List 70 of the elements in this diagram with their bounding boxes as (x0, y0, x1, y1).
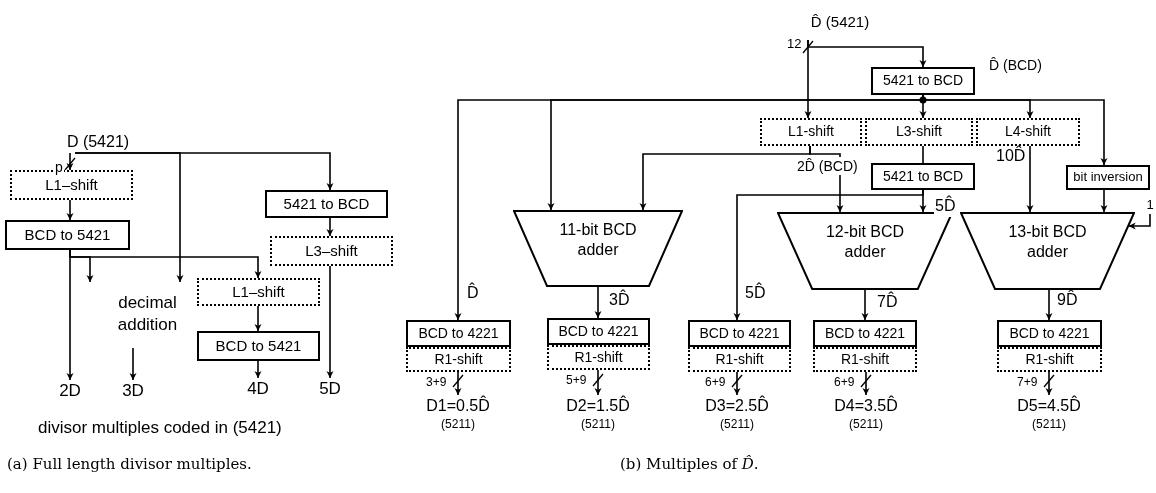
converter-box: BCD to 4221 (813, 320, 917, 347)
converter-box: BCD to 4221 (406, 320, 511, 347)
arrow (69, 249, 262, 279)
figure-caption: (b) Multiples of D̂. (620, 455, 759, 473)
arrow (1026, 145, 1034, 213)
operation-label: decimal addition (116, 292, 179, 337)
arrow (1045, 289, 1053, 321)
output-label: D1=0.5D̂ (426, 395, 490, 416)
shift-box: L3-shift (865, 118, 973, 146)
arrow (919, 189, 927, 213)
shift-box: R1-shift (688, 347, 791, 372)
converter-box: 5421 to BCD (871, 67, 975, 95)
converter-box: BCD to 4221 (997, 320, 1102, 347)
output-label: D3=2.5D̂ (705, 395, 769, 416)
edge-label: D̂ (BCD) (988, 56, 1043, 75)
code-label: (5211) (581, 416, 615, 431)
converter-box: BCD to 4221 (688, 320, 791, 347)
adder-label: 12-bit BCD adder (824, 222, 906, 262)
edge-label: 2D̂ (BCD) (796, 157, 859, 176)
arrow (731, 371, 743, 396)
shift-box: R1-shift (547, 345, 650, 370)
shift-box: R1-shift (406, 347, 511, 372)
figure-caption: (a) Full length divisor multiples. (7, 455, 252, 473)
output-label: D4=3.5D̂ (834, 395, 898, 416)
arrow (254, 305, 262, 332)
converter-box: BCD to 5421 (197, 331, 320, 361)
shift-box: R1-shift (813, 347, 917, 372)
arrow (861, 289, 869, 321)
arrow (1043, 371, 1055, 396)
signal-label: 4D (241, 378, 275, 400)
arrow (594, 286, 602, 319)
arrow (74, 152, 184, 283)
arrow (803, 39, 814, 119)
adder-label: 11-bit BCD adder (558, 220, 638, 260)
arrow (860, 371, 872, 396)
code-label: (5211) (1032, 416, 1066, 431)
arrow (807, 39, 927, 68)
adder-label: 13-bit BCD adder (1007, 222, 1088, 262)
shift-box: L1-shift (760, 118, 862, 146)
signal-label: D (5421) (58, 131, 138, 153)
arrow (254, 360, 262, 379)
shift-box: L3–shift (270, 236, 393, 266)
converter-box: 5421 to BCD (265, 190, 388, 218)
arrow (64, 152, 76, 171)
arrow (592, 369, 604, 396)
converter-box: BCD to 5421 (5, 220, 130, 250)
converter-box: 5421 to BCD (871, 163, 975, 190)
signal-label: 1 (1144, 197, 1156, 214)
output-label: D5=4.5D̂ (1017, 395, 1081, 416)
arrow (326, 265, 334, 379)
code-label: (5211) (441, 416, 475, 431)
shift-box: L4-shift (976, 118, 1080, 146)
edge-label: 5D̂ (934, 196, 957, 217)
shift-box: L1–shift (197, 278, 320, 306)
note-text: divisor multiples coded in (5421) (38, 418, 282, 438)
output-label: D2=1.5D̂ (566, 395, 630, 416)
shift-box: R1-shift (997, 347, 1102, 372)
code-label: (5211) (720, 416, 754, 431)
arrow (452, 371, 464, 396)
converter-box: BCD to 4221 (547, 318, 650, 345)
signal-label: 5D (313, 378, 347, 400)
signal-label: 2D (53, 380, 87, 402)
code-label: (5211) (849, 416, 883, 431)
converter-box: bit inversion (1066, 165, 1150, 190)
arrow (1100, 189, 1108, 213)
arrow (326, 217, 334, 237)
arrow (1127, 213, 1151, 230)
arrow (129, 347, 137, 381)
arrow (66, 199, 74, 221)
signal-label: 3D (116, 380, 150, 402)
